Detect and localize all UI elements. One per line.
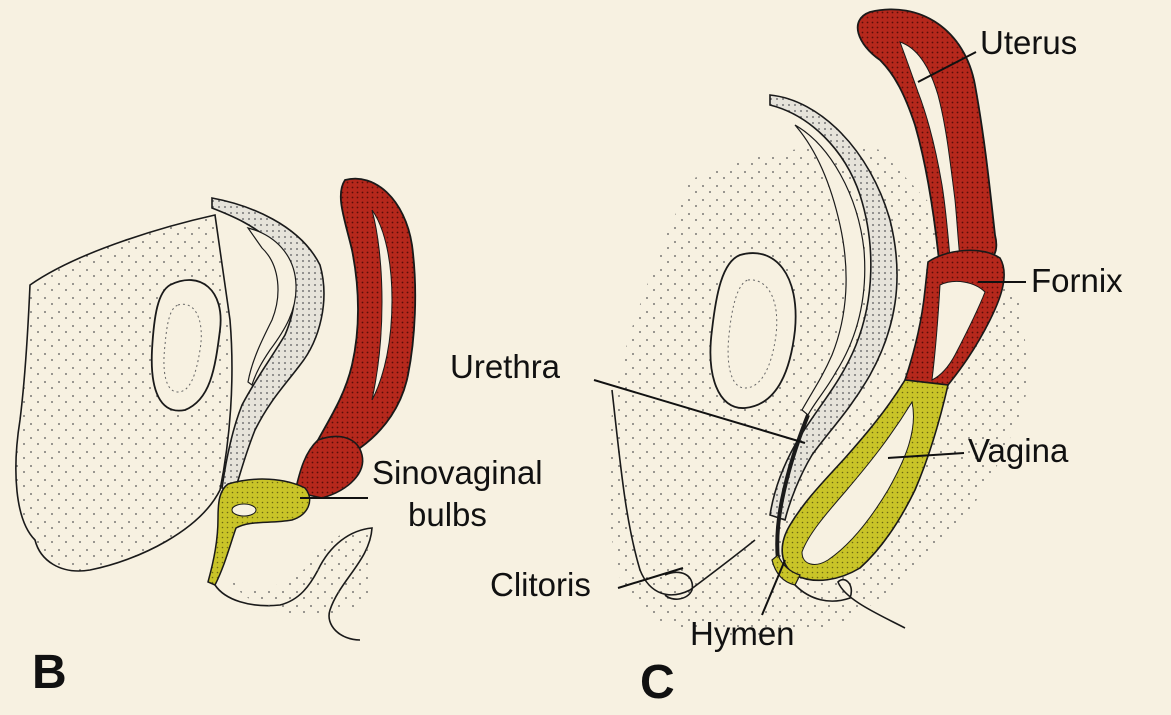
panel-b-bulb-lumen <box>232 504 256 516</box>
label-fornix: Fornix <box>1031 262 1123 300</box>
panel-letter-b: B <box>32 648 67 698</box>
panel-b-sinovaginal-bulbs <box>208 479 310 585</box>
label-uterus: Uterus <box>980 24 1077 62</box>
panel-b-uterus <box>318 179 415 448</box>
label-urethra: Urethra <box>450 348 560 386</box>
label-bulbs: bulbs <box>408 496 487 534</box>
label-hymen: Hymen <box>690 615 795 653</box>
panel-b-perineum-fill <box>230 528 372 620</box>
label-clitoris: Clitoris <box>490 566 591 604</box>
label-sinovaginal: Sinovaginal <box>372 454 543 492</box>
panel-c-drawing <box>608 9 1030 637</box>
label-vagina: Vagina <box>968 432 1068 470</box>
panel-b-drawing <box>16 179 415 640</box>
panel-letter-c: C <box>640 658 675 708</box>
